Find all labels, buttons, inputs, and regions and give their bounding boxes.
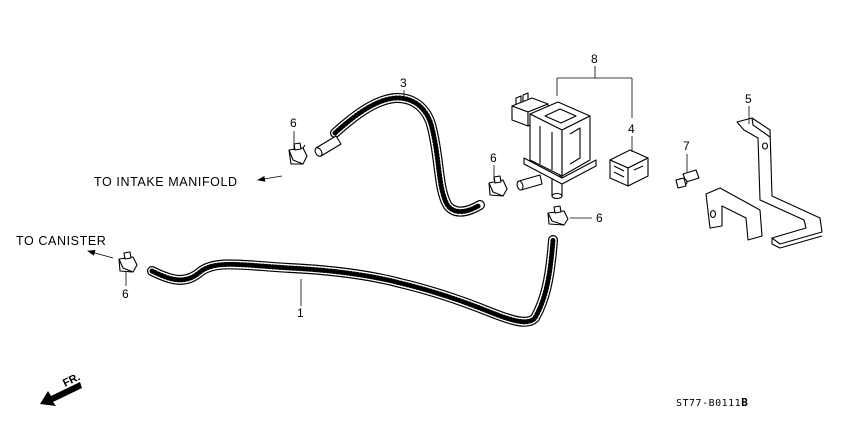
leader-lines (87, 66, 750, 306)
hose-clamp-middle[interactable] (488, 175, 508, 197)
callout-6-a: 6 (290, 116, 297, 130)
solenoid-bracket[interactable] (705, 117, 823, 249)
connector-cap[interactable] (609, 149, 649, 187)
hose-clamp-lower-right[interactable] (547, 205, 569, 226)
callout-4: 4 (628, 122, 635, 136)
flange-bolt[interactable] (675, 169, 700, 189)
hose-clamp-upper-left[interactable] (288, 142, 308, 165)
callout-7: 7 (683, 139, 690, 153)
callout-5: 5 (745, 92, 752, 106)
diagram-code-suffix: B (741, 396, 748, 409)
purge-control-solenoid-valve[interactable] (511, 92, 597, 185)
hose-3[interactable] (314, 93, 485, 217)
solenoid-nipple-left (516, 174, 543, 191)
front-direction-arrow-icon (40, 382, 82, 406)
callout-8: 8 (591, 52, 598, 66)
callout-3: 3 (400, 76, 407, 90)
hose-clamp-canister[interactable] (118, 251, 138, 273)
label-to-canister: TO CANISTER (16, 234, 106, 248)
hose-1[interactable] (147, 235, 558, 327)
label-to-intake-manifold: TO INTAKE MANIFOLD (94, 175, 238, 189)
callout-6-c: 6 (596, 211, 603, 225)
callout-1: 1 (297, 306, 304, 320)
callout-6-d: 6 (122, 287, 129, 301)
diagram-code: ST77-B0111B (676, 396, 748, 409)
callout-6-b: 6 (490, 151, 497, 165)
